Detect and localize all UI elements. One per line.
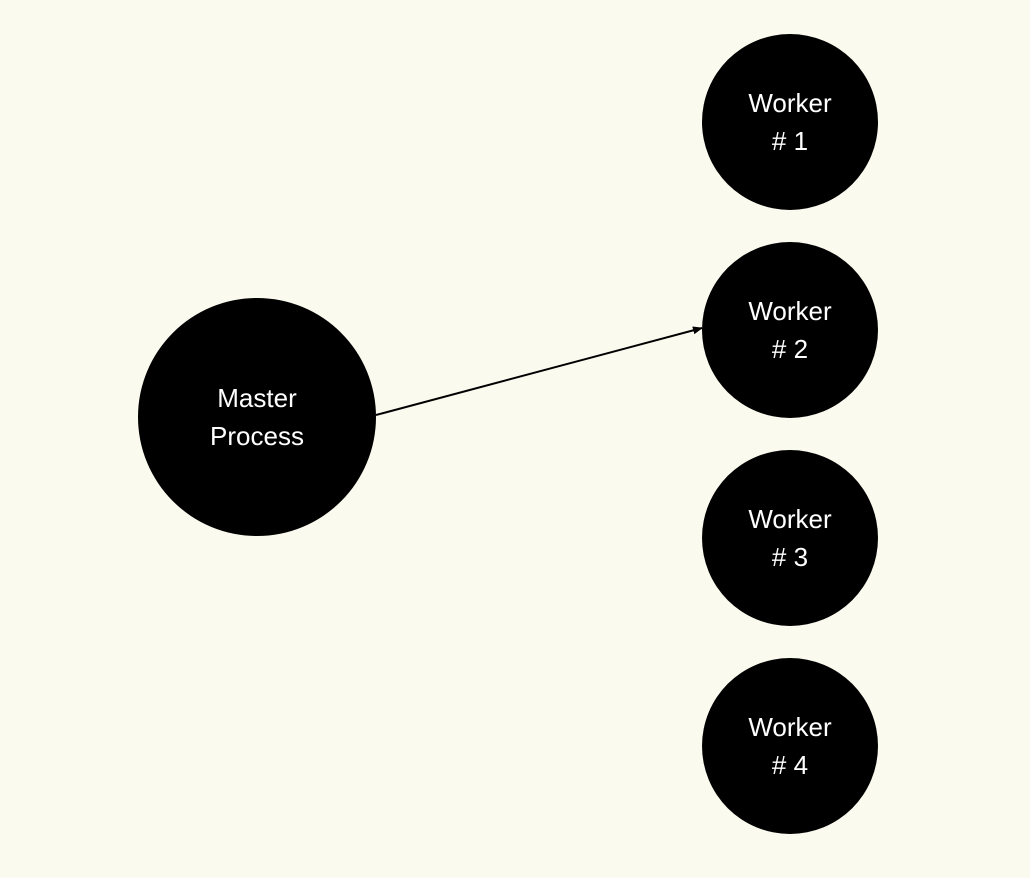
master-process-label-line2: Process — [210, 421, 304, 451]
worker-3-node[interactable]: Worker # 3 — [702, 450, 878, 626]
worker-2-node[interactable]: Worker # 2 — [702, 242, 878, 418]
worker-4-label-line1: Worker — [748, 712, 832, 742]
worker-2-label-line1: Worker — [748, 296, 832, 326]
worker-1-node[interactable]: Worker # 1 — [702, 34, 878, 210]
master-process-label-line1: Master — [217, 383, 297, 413]
edge-master-to-worker-2 — [375, 326, 703, 416]
worker-1-label-line2: # 1 — [771, 126, 809, 156]
worker-1-label-line1: Worker — [748, 88, 832, 118]
worker-2-label-line2: # 2 — [771, 334, 809, 364]
worker-3-label-line1: Worker — [748, 504, 832, 534]
worker-4-label-line2: # 4 — [771, 750, 809, 780]
worker-4-node[interactable]: Worker # 4 — [702, 658, 878, 834]
worker-3-label-line2: # 3 — [771, 542, 809, 572]
master-process-node[interactable]: Master Process — [138, 298, 376, 536]
